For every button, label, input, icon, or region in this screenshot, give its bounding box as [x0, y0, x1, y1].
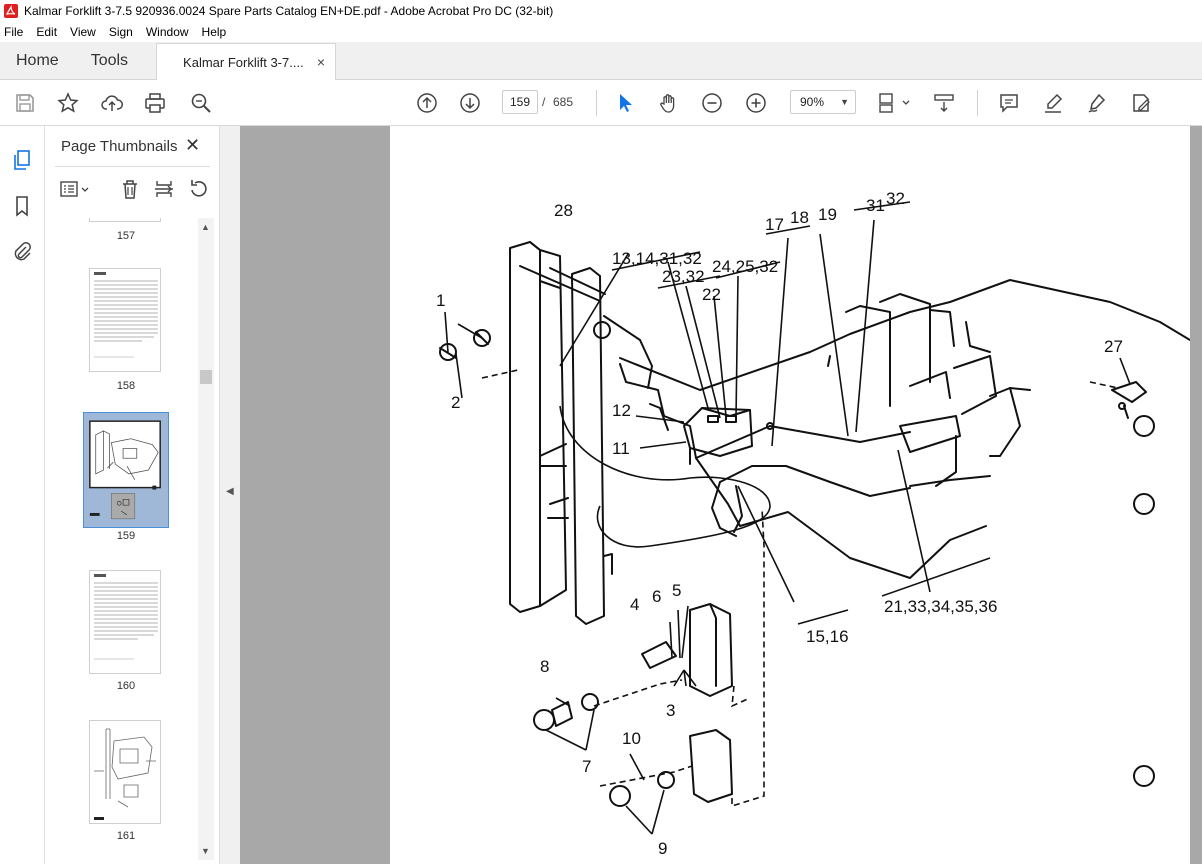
scrollbar-thumb[interactable] [200, 370, 212, 384]
sign-icon[interactable] [1085, 91, 1109, 115]
chevron-down-icon: ▼ [840, 97, 849, 107]
tab-tools[interactable]: Tools [90, 51, 129, 69]
scroll-up-icon[interactable]: ▲ [201, 222, 210, 232]
toolbar-divider [977, 90, 978, 116]
close-panel-icon[interactable]: ✕ [185, 135, 201, 155]
thumbnail-161[interactable] [89, 720, 161, 824]
page-fit-icon[interactable] [876, 91, 912, 115]
tab-document[interactable]: Kalmar Forklift 3-7.... × [156, 43, 337, 80]
select-cursor-icon[interactable] [613, 91, 637, 115]
menu-edit[interactable]: Edit [36, 25, 58, 39]
hand-tool-icon[interactable] [657, 91, 681, 115]
menu-help[interactable]: Help [201, 25, 227, 39]
thumbnail-158[interactable] [89, 268, 161, 372]
callout-32: 32 [886, 189, 905, 208]
callout-18: 18 [790, 208, 809, 227]
callout-17: 17 [765, 215, 784, 234]
scroll-down-icon[interactable]: ▼ [201, 846, 210, 856]
callout-7: 7 [582, 757, 591, 776]
title-bar: Kalmar Forklift 3-7.5 920936.0024 Spare … [0, 0, 1202, 22]
callout-13-14-31-32: 13,14,31,32 [612, 249, 702, 268]
callout-1: 1 [436, 291, 445, 310]
callout-10: 10 [622, 729, 641, 748]
bookmarks-icon[interactable] [10, 194, 34, 218]
callout-19: 19 [818, 205, 837, 224]
callout-4: 4 [630, 595, 639, 614]
callout-15-16: 15,16 [806, 627, 849, 646]
thumbnails-scrollbar[interactable]: ▲ ▼ [198, 218, 214, 860]
thumbnail-label: 159 [116, 530, 136, 542]
zoom-select[interactable]: 90% ▼ [790, 90, 856, 114]
print-icon[interactable] [143, 91, 167, 115]
acrobat-logo-icon [4, 4, 18, 18]
thumbnail-options-icon[interactable] [59, 178, 93, 200]
close-tab-icon[interactable]: × [316, 54, 326, 70]
callout-9: 9 [658, 839, 667, 858]
window-title: Kalmar Forklift 3-7.5 920936.0024 Spare … [24, 4, 554, 18]
scroll-mode-icon[interactable] [932, 91, 956, 115]
menu-window[interactable]: Window [145, 25, 189, 39]
attachments-icon[interactable] [10, 240, 34, 264]
toolbar: 159 / 685 90% ▼ [0, 80, 1202, 126]
callout-5: 5 [672, 581, 681, 600]
callout-12: 12 [612, 401, 631, 420]
edit-document-icon[interactable] [1129, 91, 1153, 115]
tab-home[interactable]: Home [16, 51, 59, 69]
tab-document-label: Kalmar Forklift 3-7.... [183, 54, 304, 70]
save-icon[interactable] [13, 91, 37, 115]
comment-icon[interactable] [997, 91, 1021, 115]
bookmark-star-icon[interactable] [56, 91, 80, 115]
callout-23-32: 23,32 [662, 267, 705, 286]
zoom-out-icon[interactable] [700, 91, 724, 115]
callout-21-33-34-35-36: 21,33,34,35,36 [884, 597, 997, 616]
collapse-panel-icon[interactable]: ◀ [226, 486, 234, 497]
thumbnail-160[interactable] [89, 570, 161, 674]
parts-diagram: 28 13,14,31,32 23,32 24,25,32 22 17 18 1… [436, 189, 1191, 858]
callout-27: 27 [1104, 337, 1123, 356]
delete-page-icon[interactable] [119, 178, 141, 200]
menu-bar: File Edit View Sign Window Help [0, 22, 1202, 42]
zoom-in-icon[interactable] [744, 91, 768, 115]
callout-11: 11 [612, 439, 630, 458]
callout-22: 22 [702, 285, 721, 304]
insert-page-icon[interactable] [153, 178, 175, 200]
thumbnail-label: 161 [116, 830, 136, 842]
callout-24-25-32: 24,25,32 [712, 257, 778, 276]
callout-2: 2 [451, 393, 460, 412]
menu-sign[interactable]: Sign [108, 25, 133, 39]
callout-28: 28 [554, 201, 573, 220]
panel-title: Page Thumbnails [61, 138, 178, 155]
thumbnail-label: 160 [116, 680, 136, 692]
pdf-page: 28 13,14,31,32 23,32 24,25,32 22 17 18 1… [390, 126, 1191, 864]
left-rail [0, 126, 45, 864]
previous-page-icon[interactable] [415, 91, 439, 115]
zoom-value: 90% [800, 95, 825, 109]
callout-31: 31 [866, 196, 885, 215]
panel-splitter[interactable]: ◀ [220, 126, 240, 864]
callout-8: 8 [540, 657, 549, 676]
search-zoom-icon[interactable] [189, 91, 213, 115]
page-thumbnails-icon[interactable] [10, 148, 34, 172]
page-separator: / [542, 95, 546, 109]
tab-bar: Home Tools Kalmar Forklift 3-7.... × [0, 42, 1202, 80]
thumbnail-label: 157 [116, 230, 136, 242]
page-number-input[interactable]: 159 [502, 90, 538, 114]
total-pages: 685 [553, 95, 574, 109]
rotate-page-icon[interactable] [187, 178, 209, 200]
toolbar-divider [596, 90, 597, 116]
callout-3: 3 [666, 701, 675, 720]
thumbnail-157[interactable] [89, 218, 161, 222]
menu-file[interactable]: File [4, 25, 24, 39]
menu-view[interactable]: View [70, 25, 96, 39]
panel-divider [55, 166, 210, 167]
thumbnail-label: 158 [116, 380, 136, 392]
highlight-pen-icon[interactable] [1041, 91, 1065, 115]
thumbnails-panel: Page Thumbnails ✕ 157 158 [45, 126, 220, 864]
thumbnail-159-selected[interactable] [83, 412, 169, 528]
upload-cloud-icon[interactable] [100, 91, 124, 115]
next-page-icon[interactable] [458, 91, 482, 115]
document-viewport[interactable]: 28 13,14,31,32 23,32 24,25,32 22 17 18 1… [240, 126, 1202, 864]
callout-6: 6 [652, 587, 661, 606]
